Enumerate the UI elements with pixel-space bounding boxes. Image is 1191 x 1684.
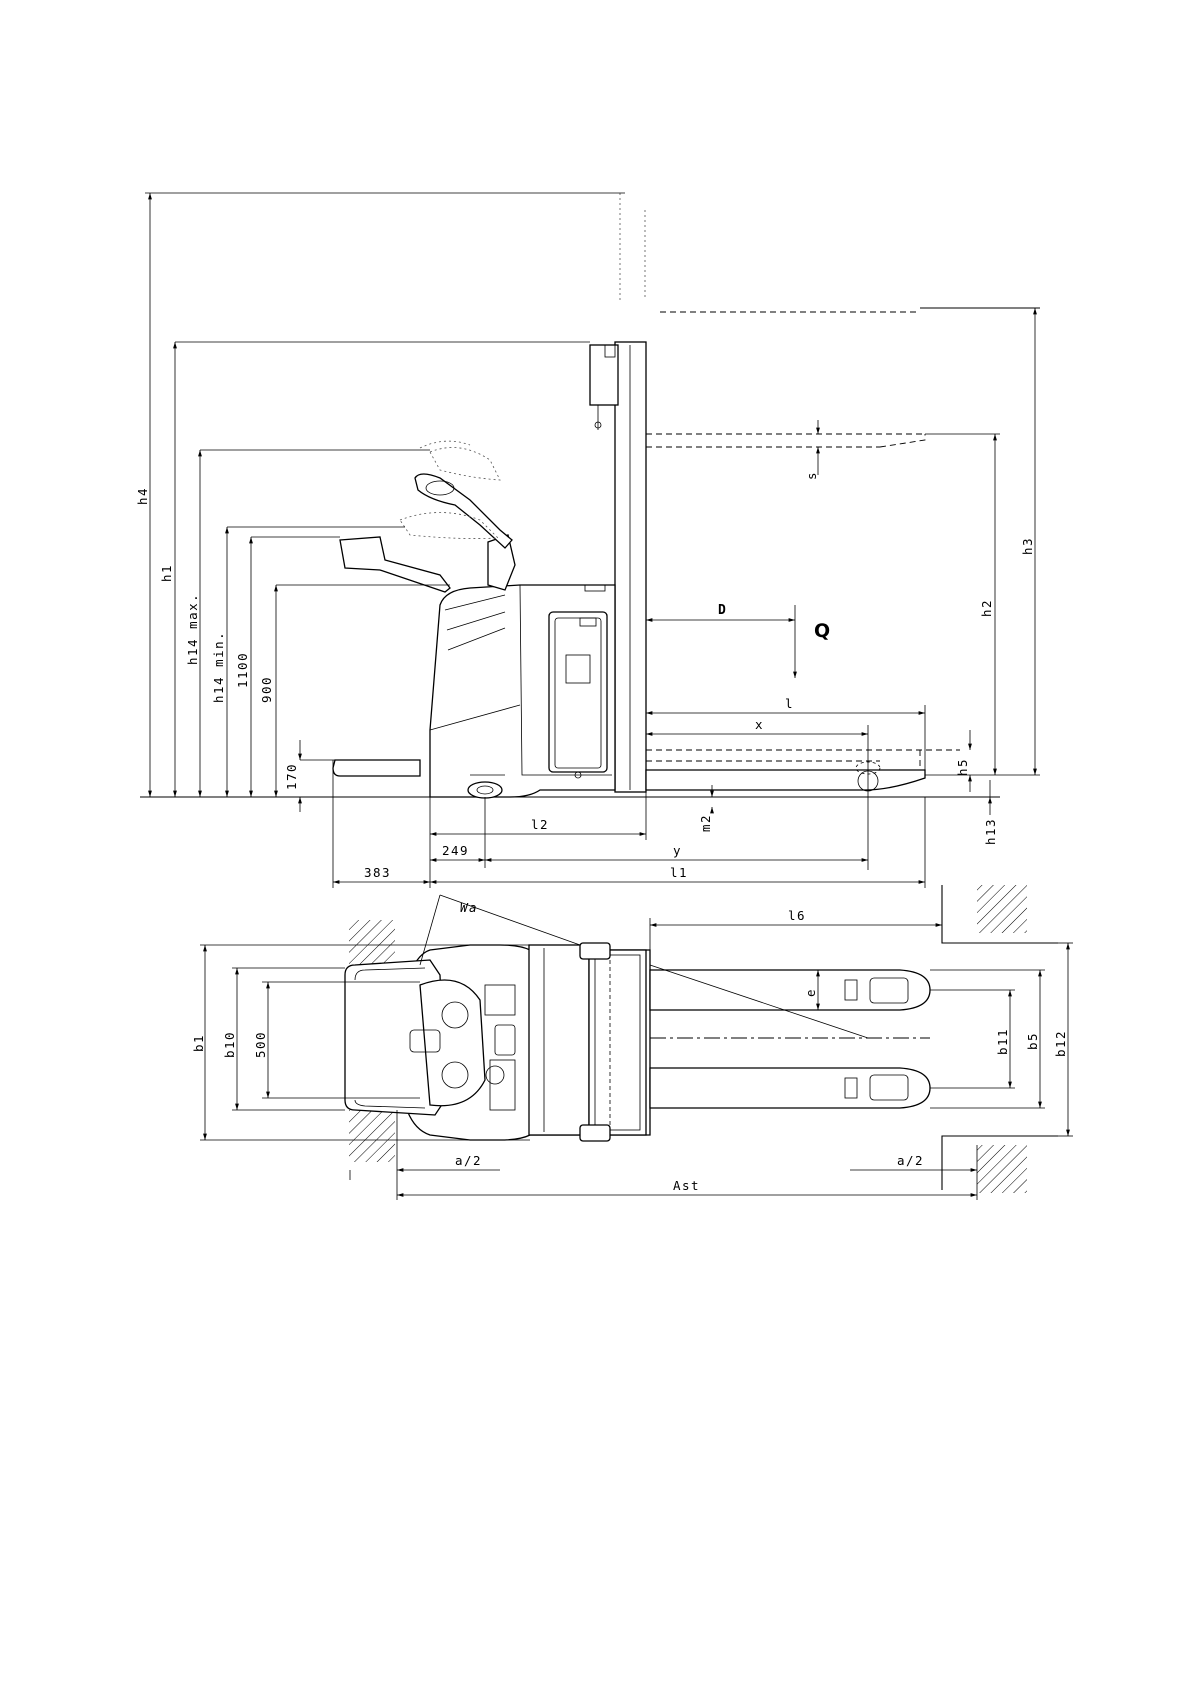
label-1100: 1100 [235,652,250,688]
label-l6: l6 [788,908,806,923]
label-h4: h4 [135,487,150,505]
label-b5: b5 [1025,1032,1040,1050]
wall-right-bottom-hatch [977,1145,1027,1193]
side-view: h4 h1 h14 max. h14 min. 1100 900 170 h3 … [135,193,1040,888]
label-l2: l2 [531,817,549,832]
label-h14-min: h14 min. [211,631,226,703]
label-Ast: Ast [673,1178,700,1193]
label-m2: m2 [698,814,713,832]
right-vertical-dimensions [712,308,1040,815]
label-a2-left: a/2 [455,1153,482,1168]
raised-fork-outline [646,434,925,447]
label-h2: h2 [979,599,994,617]
label-x: x [755,717,764,732]
label-b11: b11 [995,1028,1010,1055]
extended-mast-outline [145,193,1040,312]
backrest [340,535,515,592]
label-900: 900 [259,676,274,703]
label-b10: b10 [222,1031,237,1058]
label-l: l [785,696,794,711]
label-h3: h3 [1020,537,1035,555]
label-l1: l1 [670,865,688,880]
label-383: 383 [364,865,391,880]
forks-top-view [650,965,930,1108]
label-249: 249 [442,843,469,858]
wall-right-top-hatch [977,885,1027,933]
label-h14-max: h14 max. [185,593,200,665]
label-e: e [803,988,818,997]
label-170: 170 [284,763,299,790]
label-s: s [804,471,819,480]
top-view: Wa l6 b1 b10 500 [191,885,1073,1200]
label-b1: b1 [191,1034,206,1052]
label-h5: h5 [955,758,970,776]
label-Wa: Wa [460,900,478,915]
chassis [430,585,615,797]
tiller-handle [400,441,512,548]
fork-assembly [646,750,960,791]
label-500: 500 [253,1031,268,1058]
label-b12: b12 [1053,1030,1068,1057]
label-Q: Q [814,620,830,642]
label-y: y [673,843,682,858]
drive-wheel [468,782,502,798]
operator-platform [333,760,420,776]
label-a2-right: a/2 [897,1153,924,1168]
label-h13: h13 [983,818,998,845]
label-D: D [718,603,726,618]
label-h1: h1 [159,564,174,582]
